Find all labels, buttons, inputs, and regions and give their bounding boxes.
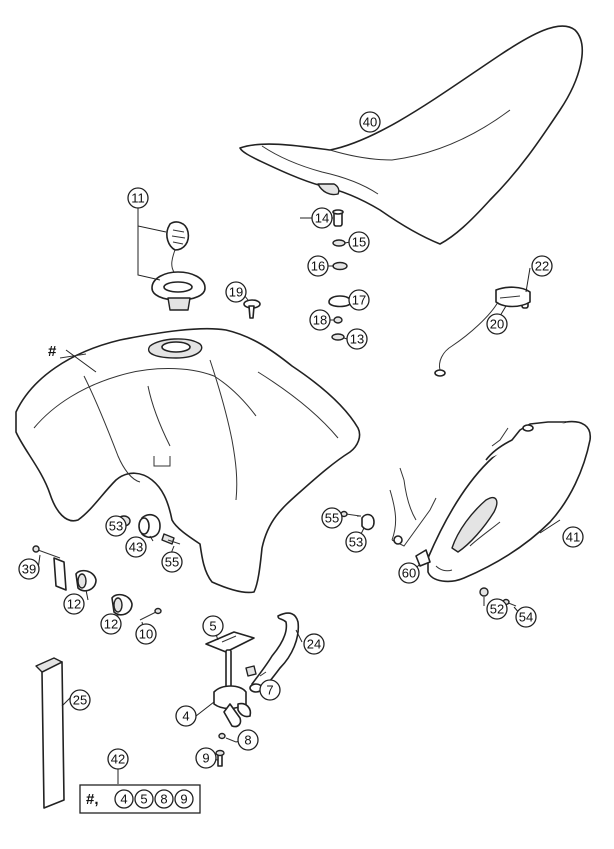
svg-text:18: 18 — [313, 313, 327, 328]
svg-text:39: 39 — [22, 562, 36, 577]
svg-text:7: 7 — [266, 683, 273, 698]
side-cover-drawing — [427, 420, 591, 583]
fuel-hose-drawing — [245, 612, 300, 693]
kit-prefix: #, — [86, 791, 99, 808]
callout-42: 42 — [107, 748, 129, 770]
callout-18: 18 — [309, 309, 331, 331]
svg-text:9: 9 — [202, 751, 209, 766]
svg-text:16: 16 — [311, 259, 325, 274]
svg-text:4: 4 — [182, 709, 189, 724]
callout-55-right: 55 — [321, 507, 343, 529]
callout-25: 25 — [69, 689, 91, 711]
svg-text:10: 10 — [139, 627, 153, 642]
callout-54: 54 — [515, 606, 537, 628]
callout-4: 4 — [175, 705, 197, 727]
foam-strip-drawing — [35, 657, 65, 809]
svg-text:24: 24 — [307, 637, 321, 652]
svg-text:55: 55 — [165, 555, 179, 570]
mounting-hardware-stack — [328, 209, 352, 341]
callout-52: 52 — [486, 598, 508, 620]
callout-11: 11 — [127, 187, 149, 209]
svg-text:42: 42 — [111, 752, 125, 767]
svg-text:8: 8 — [160, 792, 167, 807]
callout-10: 10 — [135, 623, 157, 645]
kit-item-5: 5 — [134, 789, 154, 809]
callout-12-lower: 12 — [100, 613, 122, 635]
svg-text:53: 53 — [349, 535, 363, 550]
svg-text:14: 14 — [315, 211, 329, 226]
callout-14: 14 — [311, 207, 333, 229]
callout-24: 24 — [303, 633, 325, 655]
callout-19: 19 — [225, 281, 247, 303]
callout-53-right: 53 — [345, 531, 367, 553]
svg-text:17: 17 — [352, 293, 366, 308]
svg-text:53: 53 — [109, 519, 123, 534]
fuel-tank-drawing — [15, 327, 361, 594]
svg-text:15: 15 — [352, 235, 366, 250]
svg-text:8: 8 — [244, 733, 251, 748]
callout-8: 8 — [237, 729, 259, 751]
svg-text:19: 19 — [229, 285, 243, 300]
fuel-cap-drawing — [151, 221, 206, 311]
svg-text:60: 60 — [402, 566, 416, 581]
callout-20: 20 — [486, 313, 508, 335]
svg-text:55: 55 — [325, 511, 339, 526]
svg-text:5: 5 — [209, 619, 216, 634]
seat-lock-drawing — [434, 286, 531, 377]
callout-53-left: 53 — [105, 515, 127, 537]
callout-15: 15 — [348, 231, 370, 253]
tank-marker: # — [48, 343, 57, 360]
svg-text:12: 12 — [104, 617, 118, 632]
svg-text:20: 20 — [490, 317, 504, 332]
callout-12-upper: 12 — [63, 593, 85, 615]
plug-drawing — [243, 299, 261, 319]
kit-contents-box: #, 4 5 8 9 — [79, 784, 201, 814]
svg-text:5: 5 — [140, 792, 147, 807]
seat-drawing — [239, 25, 583, 245]
svg-text:4: 4 — [120, 792, 127, 807]
callout-39: 39 — [18, 558, 40, 580]
svg-text:54: 54 — [519, 610, 533, 625]
callout-55-left: 55 — [161, 551, 183, 573]
kit-item-8: 8 — [154, 789, 174, 809]
tank-mount-hardware-left — [32, 513, 181, 621]
svg-text:40: 40 — [363, 115, 377, 130]
fuel-tap-drawing — [205, 631, 255, 767]
svg-text:25: 25 — [73, 693, 87, 708]
callout-16: 16 — [307, 255, 329, 277]
callout-60: 60 — [398, 562, 420, 584]
callout-17: 17 — [348, 289, 370, 311]
svg-text:9: 9 — [180, 792, 187, 807]
callout-5: 5 — [202, 615, 224, 637]
svg-text:41: 41 — [566, 530, 580, 545]
svg-text:22: 22 — [535, 259, 549, 274]
svg-text:12: 12 — [67, 597, 81, 612]
callout-43: 43 — [125, 536, 147, 558]
callout-40: 40 — [359, 111, 381, 133]
callout-41: 41 — [562, 526, 584, 548]
callout-13: 13 — [346, 328, 368, 350]
kit-item-9: 9 — [174, 789, 194, 809]
kit-item-4: 4 — [114, 789, 134, 809]
svg-text:43: 43 — [129, 540, 143, 555]
callout-7: 7 — [259, 679, 281, 701]
callout-9: 9 — [195, 747, 217, 769]
callout-22: 22 — [531, 255, 553, 277]
svg-text:11: 11 — [131, 191, 145, 206]
svg-text:52: 52 — [490, 602, 504, 617]
svg-text:13: 13 — [350, 332, 364, 347]
